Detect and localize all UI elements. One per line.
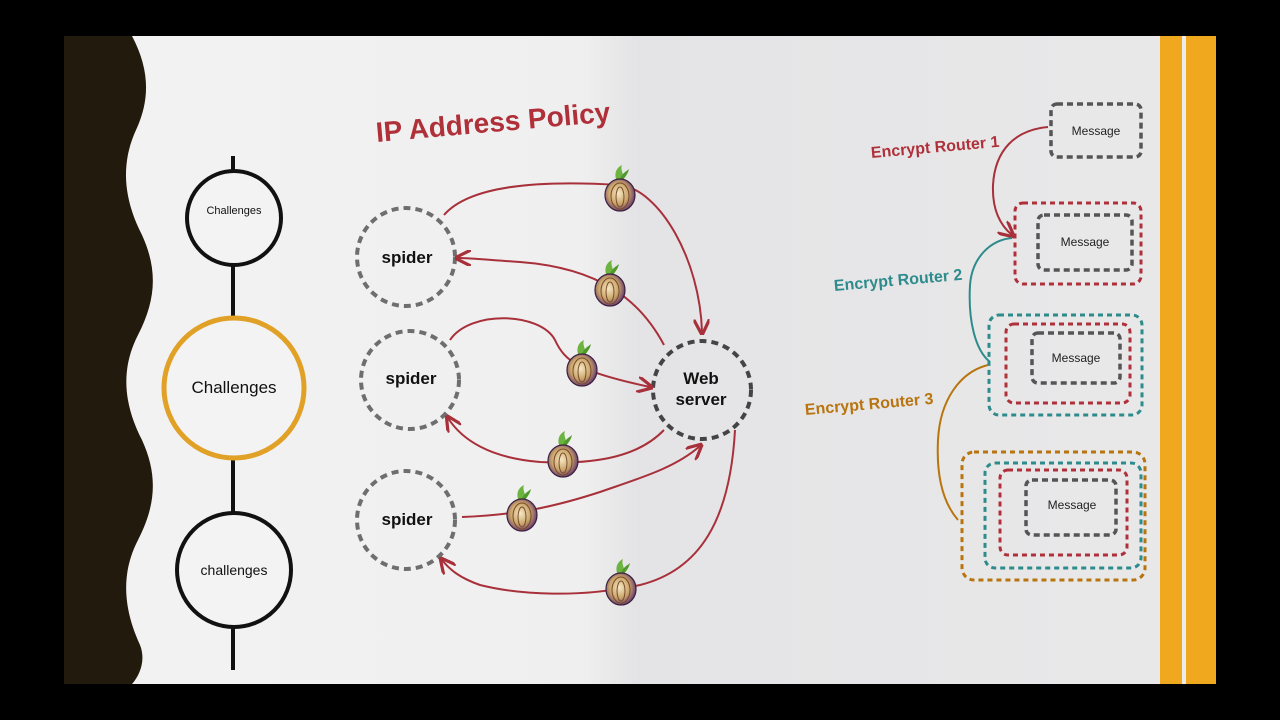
message-box-layer2 bbox=[1030, 331, 1122, 385]
timeline-node-2-highlighted bbox=[161, 315, 307, 461]
timeline-label-3: challenges bbox=[200, 562, 268, 578]
arrow-server-to-spider1 bbox=[458, 258, 665, 346]
left-wave-strip bbox=[64, 36, 153, 684]
arrow-server-to-spider3 bbox=[442, 429, 736, 595]
arrow-server-to-spider2 bbox=[448, 418, 665, 464]
router2-layer-inner bbox=[983, 461, 1143, 570]
message-label-layer1: Message bbox=[1060, 235, 1110, 249]
timeline-node-1 bbox=[185, 169, 283, 267]
message-label-layer2: Message bbox=[1051, 351, 1101, 365]
spider-label-1: spider bbox=[381, 248, 433, 267]
web-server-label-line2: server bbox=[675, 390, 727, 409]
web-server-node bbox=[651, 339, 753, 441]
router3-layer bbox=[960, 450, 1147, 582]
timeline-label-2: Challenges bbox=[191, 378, 277, 397]
message-label-plain: Message bbox=[1071, 124, 1121, 138]
message-label-layer3: Message bbox=[1047, 498, 1097, 512]
arrow-spider2-to-server bbox=[449, 317, 650, 387]
encryption-diagram bbox=[936, 102, 1147, 582]
router1-layer bbox=[1013, 201, 1143, 286]
spider-label-2: spider bbox=[385, 369, 437, 388]
router2-layer bbox=[987, 313, 1144, 417]
web-server-label: Web server bbox=[675, 368, 726, 410]
router1-layer-innermost bbox=[998, 468, 1129, 557]
orange-stripe-2 bbox=[1186, 36, 1216, 684]
web-server-label-line1: Web bbox=[683, 369, 719, 388]
spider-label-3: spider bbox=[381, 510, 433, 529]
message-box-plain bbox=[1049, 102, 1143, 159]
orange-stripe-1 bbox=[1160, 36, 1182, 684]
ip-policy-diagram bbox=[355, 164, 753, 606]
timeline-label-1: Challenges bbox=[206, 205, 262, 217]
router3-connector bbox=[936, 364, 989, 521]
right-panel-shade bbox=[640, 36, 1160, 684]
challenges-timeline bbox=[161, 156, 307, 670]
timeline-node-3 bbox=[175, 511, 293, 629]
router1-layer-inner bbox=[1004, 322, 1132, 405]
message-box-layer1 bbox=[1036, 213, 1134, 272]
router1-connector bbox=[991, 126, 1049, 235]
spider-node-2 bbox=[359, 329, 461, 431]
spider-node-3 bbox=[355, 469, 457, 571]
router2-connector bbox=[968, 237, 1013, 363]
